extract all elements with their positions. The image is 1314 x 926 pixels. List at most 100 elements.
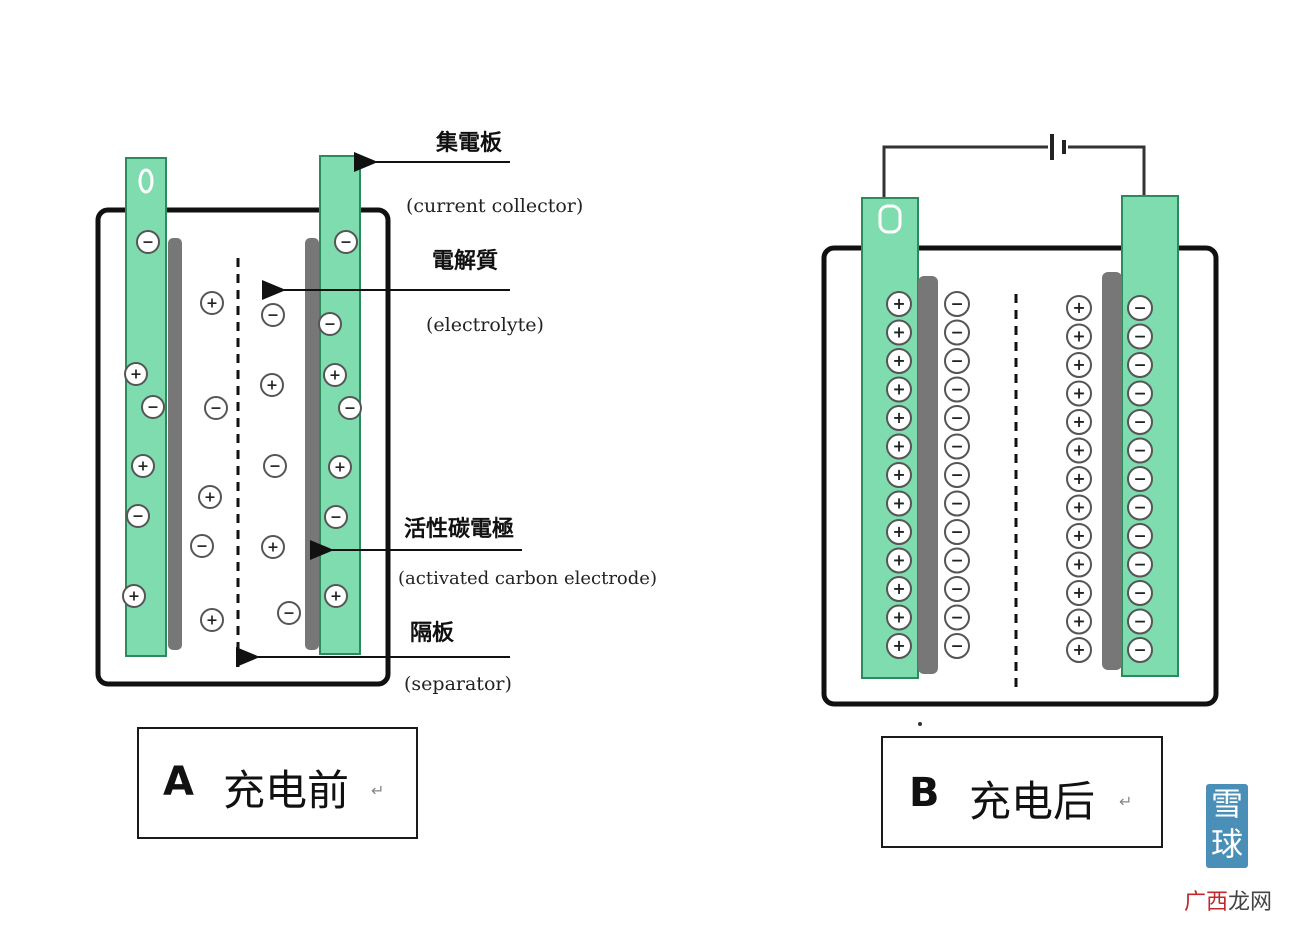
- negative-ion-icon: −: [141, 395, 165, 419]
- svg-text:−: −: [1133, 556, 1146, 574]
- negative-ion-icon: −: [1127, 523, 1153, 549]
- svg-text:−: −: [147, 400, 159, 416]
- svg-text:+: +: [334, 460, 346, 476]
- ions-a: −−+−−+++−−−+−++−−−++++−: [122, 230, 362, 632]
- positive-ion-icon: +: [1066, 352, 1092, 378]
- svg-text:−: −: [1133, 328, 1146, 346]
- svg-text:+: +: [330, 589, 342, 605]
- svg-text:+: +: [892, 381, 905, 399]
- ions-b: + − + − + − + − + − + − + − + − + − + − + − + − + − + − + − + − + − + − + − + −…: [886, 291, 1153, 663]
- svg-text:−: −: [324, 317, 336, 333]
- negative-ion-icon: −: [204, 396, 228, 420]
- positive-ion-icon: +: [1066, 380, 1092, 407]
- positive-ion-icon: +: [198, 485, 222, 509]
- circuit-wire-right: [1068, 145, 1146, 198]
- label-electrode-cn: 活性碳電極: [404, 516, 514, 542]
- svg-text:−: −: [950, 438, 963, 456]
- svg-text:−: −: [950, 409, 963, 427]
- panel-a: −−+−−+++−−−+−++−−−++++− 集電板 (current col…: [95, 130, 657, 695]
- svg-text:−: −: [950, 552, 963, 570]
- svg-text:+: +: [204, 490, 216, 506]
- svg-text:+: +: [892, 295, 905, 313]
- negative-ion-icon: −: [1127, 380, 1153, 407]
- svg-text:−: −: [950, 523, 963, 541]
- negative-ion-icon: −: [126, 504, 150, 528]
- svg-text:−: −: [344, 401, 356, 417]
- svg-text:+: +: [892, 438, 905, 456]
- label-electrolyte-en: (electrolyte): [426, 314, 544, 336]
- svg-text:−: −: [950, 580, 963, 598]
- svg-text:−: −: [1133, 584, 1146, 602]
- positive-ion-icon: +: [1066, 523, 1092, 549]
- svg-text:+: +: [892, 409, 905, 427]
- negative-ion-icon: −: [190, 534, 214, 558]
- negative-ion-icon: −: [277, 601, 301, 625]
- positive-ion-icon: +: [886, 376, 912, 403]
- positive-ion-icon: +: [124, 362, 148, 386]
- label-separator-cn: 隔板: [410, 621, 455, 646]
- positive-ion-icon: +: [886, 604, 912, 631]
- svg-text:−: −: [950, 495, 963, 513]
- negative-ion-icon: −: [944, 547, 970, 574]
- positive-ion-icon: +: [886, 319, 912, 346]
- caption-text-a: 充电前: [223, 766, 350, 815]
- negative-ion-icon: −: [1127, 637, 1153, 663]
- positive-ion-icon: +: [886, 490, 912, 517]
- positive-ion-icon: +: [886, 433, 912, 460]
- negative-ion-icon: −: [318, 312, 342, 336]
- svg-text:+: +: [1072, 385, 1085, 403]
- positive-ion-icon: +: [328, 455, 352, 479]
- stray-dot: [918, 722, 922, 726]
- svg-text:+: +: [892, 495, 905, 513]
- svg-text:−: −: [1133, 356, 1146, 374]
- positive-ion-icon: +: [886, 633, 912, 659]
- svg-text:−: −: [142, 235, 154, 251]
- negative-ion-icon: −: [338, 396, 362, 420]
- site-watermark-red: 广西: [1184, 890, 1229, 915]
- svg-text:+: +: [1072, 527, 1085, 545]
- negative-ion-icon: −: [1127, 437, 1153, 464]
- svg-text:−: −: [950, 352, 963, 370]
- positive-ion-icon: +: [200, 291, 224, 315]
- svg-text:+: +: [1072, 413, 1085, 431]
- negative-ion-icon: −: [944, 433, 970, 460]
- svg-text:+: +: [206, 613, 218, 629]
- label-electrolyte-cn: 電解質: [432, 248, 498, 274]
- svg-text:−: −: [330, 510, 342, 526]
- svg-text:−: −: [1133, 527, 1146, 545]
- positive-ion-icon: +: [886, 405, 912, 431]
- svg-text:+: +: [329, 368, 341, 384]
- negative-ion-icon: −: [1127, 466, 1153, 492]
- svg-text:+: +: [1072, 641, 1085, 659]
- svg-text:+: +: [892, 609, 905, 627]
- negative-ion-icon: −: [944, 291, 970, 317]
- negative-ion-icon: −: [944, 633, 970, 659]
- svg-text:+: +: [267, 540, 279, 556]
- snowball-char-1: 雪: [1210, 785, 1243, 823]
- positive-ion-icon: +: [1066, 409, 1092, 435]
- positive-ion-icon: +: [886, 547, 912, 574]
- positive-ion-icon: +: [260, 373, 284, 397]
- positive-ion-icon: +: [1066, 295, 1092, 321]
- svg-text:+: +: [892, 580, 905, 598]
- svg-text:−: −: [1133, 413, 1146, 431]
- positive-ion-icon: +: [886, 462, 912, 488]
- negative-ion-icon: −: [1127, 494, 1153, 521]
- positive-ion-icon: +: [1066, 637, 1092, 663]
- svg-text:−: −: [950, 381, 963, 399]
- svg-text:−: −: [267, 308, 279, 324]
- positive-ion-icon: +: [324, 584, 348, 608]
- negative-ion-icon: −: [136, 230, 160, 254]
- positive-ion-icon: +: [1066, 580, 1092, 606]
- svg-text:+: +: [1072, 499, 1085, 517]
- caption-box-b: B 充电后 ↵: [881, 736, 1163, 848]
- negative-ion-icon: −: [1127, 608, 1153, 635]
- positive-ion-icon: +: [886, 576, 912, 602]
- svg-text:+: +: [892, 637, 905, 655]
- positive-ion-icon: +: [886, 348, 912, 374]
- positive-ion-icon: +: [1066, 551, 1092, 578]
- svg-text:+: +: [892, 466, 905, 484]
- svg-text:−: −: [1133, 385, 1146, 403]
- positive-ion-icon: +: [323, 363, 347, 387]
